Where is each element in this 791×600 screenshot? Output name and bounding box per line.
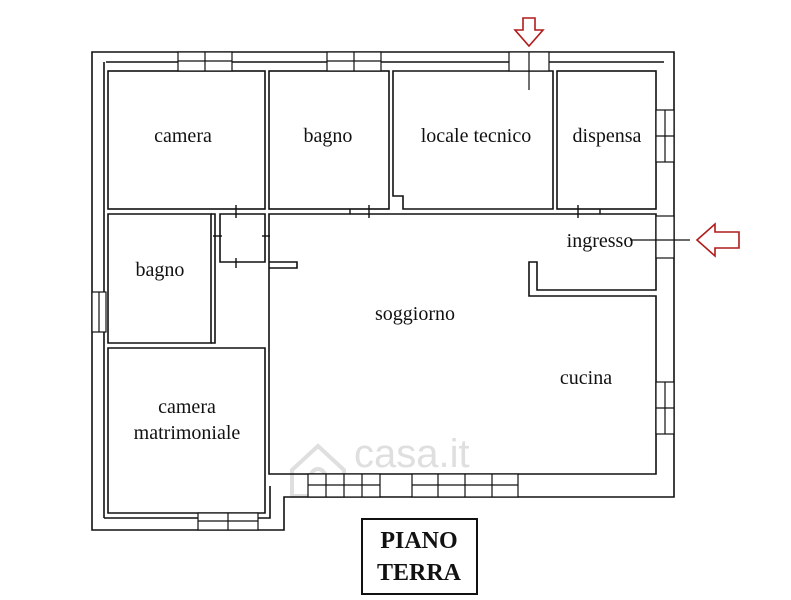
window-bagno-left <box>91 291 107 333</box>
window-soggiorno-2 <box>411 473 519 498</box>
label-locale-tecnico: locale tecnico <box>421 125 532 147</box>
window-bagno-top <box>326 51 382 72</box>
label-soggiorno: soggiorno <box>375 303 455 325</box>
title-line-2: TERRA <box>377 560 462 586</box>
room-locale-tecnico <box>392 70 554 210</box>
window-soggiorno-1 <box>307 473 381 498</box>
room-labels: camera bagno locale tecnico dispensa ing… <box>134 125 642 444</box>
label-ingresso: ingresso <box>567 230 634 252</box>
door-marks <box>213 205 601 268</box>
floor-title: PIANO TERRA <box>361 518 478 595</box>
window-camera-matrimoniale <box>197 512 259 531</box>
label-camera: camera <box>154 125 212 147</box>
label-dispensa: dispensa <box>573 125 642 147</box>
arrow-down-icon <box>513 17 545 48</box>
label-bagno-left: bagno <box>136 259 185 281</box>
watermark: casa.it <box>290 432 470 498</box>
watermark-text: casa.it <box>354 432 470 476</box>
windows <box>91 51 690 531</box>
room-soggiorno <box>268 213 657 475</box>
window-cucina <box>655 381 675 435</box>
disimpegno <box>219 213 266 263</box>
title-line-1: PIANO <box>380 528 457 554</box>
window-camera <box>177 51 233 72</box>
window-dispensa <box>655 109 675 163</box>
label-camera-matrimoniale-1: camera <box>158 396 216 418</box>
label-camera-matrimoniale-2: matrimoniale <box>134 422 241 444</box>
arrow-left-icon <box>695 222 740 258</box>
window-locale-tecnico <box>508 51 550 90</box>
label-bagno-top: bagno <box>304 125 353 147</box>
door-ingresso <box>630 215 690 259</box>
bagno-left-wall <box>211 213 216 344</box>
label-cucina: cucina <box>560 367 612 389</box>
room-camera-matrimoniale <box>107 347 266 514</box>
